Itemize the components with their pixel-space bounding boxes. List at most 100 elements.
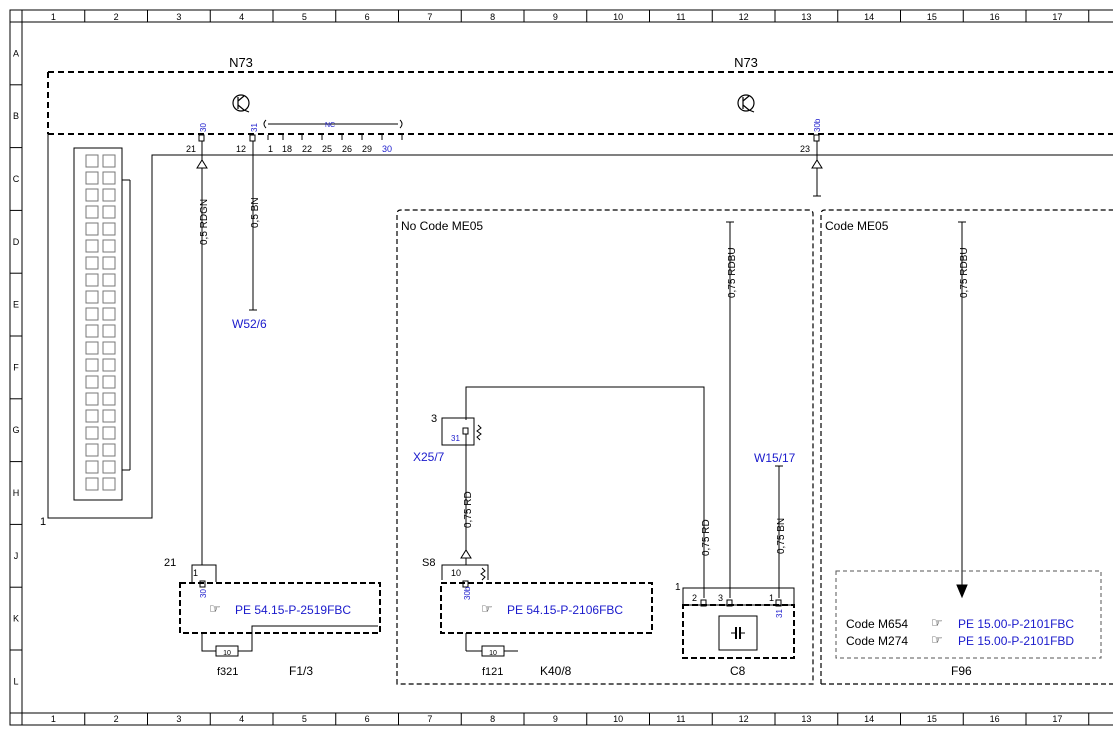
connector-housing	[47, 134, 1113, 519]
n73-right-label: N73	[734, 55, 758, 70]
connector-cavity	[85, 409, 99, 423]
pin-29: 29	[362, 144, 372, 154]
connector-cavity	[85, 290, 99, 304]
row-label: D	[13, 237, 20, 247]
row-label: C	[13, 174, 20, 184]
connector-cavity	[85, 324, 99, 338]
connector-cavity	[85, 205, 99, 219]
column-label: 9	[553, 714, 558, 724]
column-label: 9	[553, 12, 558, 22]
connector-label: 1	[40, 516, 46, 528]
connector-cavity	[102, 409, 116, 423]
connector-cavity	[85, 477, 99, 491]
connector-cavity	[85, 375, 99, 389]
connector-cavity	[85, 171, 99, 185]
nc-label: NC	[325, 122, 335, 129]
wire-bn-w15	[775, 465, 783, 598]
connector-cavity	[102, 188, 116, 202]
column-label: 3	[176, 12, 181, 22]
n73-boundary	[47, 71, 1113, 135]
f96-label: F96	[951, 664, 972, 678]
k40-ref-link[interactable]: PE 54.15-P-2106FBC	[507, 603, 623, 617]
section-no-code-label: No Code ME05	[401, 219, 483, 233]
connector-cavity	[102, 460, 116, 474]
column-label: 7	[427, 12, 432, 22]
connector-cavity	[85, 273, 99, 287]
n73-left-label: N73	[229, 55, 253, 70]
k40-terminal: 30b	[463, 586, 472, 600]
pin-23: 23	[800, 144, 810, 154]
column-label: 6	[365, 714, 370, 724]
f1-pointer-icon: ☞	[209, 602, 221, 617]
row-label: A	[13, 48, 19, 58]
connector-cavity	[85, 426, 99, 440]
f1-connector-pin: 21	[164, 557, 176, 569]
x25-label[interactable]: X25/7	[413, 450, 445, 464]
column-label: 5	[302, 12, 307, 22]
column-label: 17	[1052, 12, 1062, 22]
pin-18: 18	[282, 144, 292, 154]
k40-connector-pin: S8	[422, 557, 435, 569]
nc-bracket	[263, 119, 403, 140]
column-label: 13	[801, 12, 811, 22]
wire-bn-w15-label: 0,75 BN	[776, 518, 787, 554]
f1-pin: 1	[193, 568, 198, 578]
terminal-30b-label: 30b	[813, 118, 822, 132]
pin-1: 1	[268, 144, 273, 154]
connector-cavity	[85, 188, 99, 202]
connector-cavity	[102, 392, 116, 406]
row-label: F	[13, 362, 19, 372]
connector-cavity	[102, 324, 116, 338]
f1-ref-link[interactable]: PE 54.15-P-2519FBC	[235, 603, 351, 617]
wire-bn-label: 0,5 BN	[250, 197, 261, 228]
f96-pointer-icon: ☞	[931, 616, 943, 631]
connector-cavity	[102, 307, 116, 321]
f96-ref-m654-link[interactable]: PE 15.00-P-2101FBC	[958, 617, 1074, 631]
column-label: 7	[427, 714, 432, 724]
c8-pin-3: 3	[718, 593, 723, 603]
column-label: 5	[302, 714, 307, 724]
connector-cavity	[85, 460, 99, 474]
k40-box	[440, 564, 653, 657]
column-label: 4	[239, 12, 244, 22]
c8-terminal: 31	[775, 609, 784, 618]
connector-cavity	[102, 426, 116, 440]
transistor-icon	[232, 94, 250, 113]
column-label: 15	[927, 12, 937, 22]
row-label: J	[14, 551, 19, 561]
wire-rdgn	[196, 141, 208, 565]
connector-cavity	[102, 239, 116, 253]
pin-22: 22	[302, 144, 312, 154]
f96-code-m654: Code M654	[846, 617, 908, 631]
column-label: 10	[613, 12, 623, 22]
ground-w15-label[interactable]: W15/17	[754, 451, 796, 465]
section-no-code-box	[396, 209, 814, 685]
connector-cavity	[85, 256, 99, 270]
wire-pin23	[811, 141, 823, 197]
pin-30: 30	[382, 144, 392, 154]
row-label: E	[13, 300, 19, 310]
connector-cavity	[102, 290, 116, 304]
column-label: 13	[801, 714, 811, 724]
x25-terminal: 31	[451, 434, 460, 443]
f96-ref-m274-link[interactable]: PE 15.00-P-2101FBD	[958, 634, 1074, 648]
wire-rd-c8-label: 0,75 RD	[701, 519, 712, 556]
terminal-30-label: 30	[199, 123, 208, 132]
f1-label: F1/3	[289, 664, 313, 678]
column-label: 1	[51, 714, 56, 724]
row-label: G	[12, 425, 19, 435]
column-label: 2	[114, 714, 119, 724]
column-label: 16	[990, 714, 1000, 724]
ground-w52-label[interactable]: W52/6	[232, 317, 267, 331]
connector-cavity	[102, 205, 116, 219]
column-label: 11	[676, 12, 685, 22]
f1-fuse-value: 10	[223, 650, 231, 657]
column-label: 15	[927, 714, 937, 724]
f96-pointer-icon: ☞	[931, 633, 943, 648]
c8-label: C8	[730, 664, 746, 678]
wire-rdbu-right	[956, 221, 968, 599]
connector-cavity	[85, 341, 99, 355]
pin-21: 21	[186, 144, 196, 154]
